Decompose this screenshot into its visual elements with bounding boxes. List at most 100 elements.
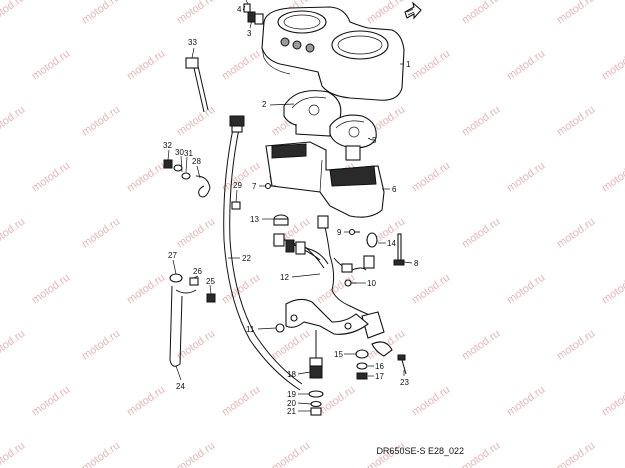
callout-27: 27 xyxy=(168,251,177,260)
watermark-text: motod.ru xyxy=(410,272,452,307)
fastener-group-28-32 xyxy=(163,159,241,210)
callout-19: 19 xyxy=(287,390,296,399)
watermark-text: motod.ru xyxy=(30,272,72,307)
watermark-text: motod.ru xyxy=(600,272,625,307)
watermark-text: motod.ru xyxy=(220,384,262,419)
callout-24: 24 xyxy=(176,382,185,391)
watermark-text: motod.ru xyxy=(80,328,122,363)
callout-31: 31 xyxy=(184,149,193,158)
callout-14: 14 xyxy=(387,239,396,248)
callout-32: 32 xyxy=(163,141,172,150)
callout-1: 1 xyxy=(406,60,411,69)
watermark-text: motod.ru xyxy=(555,328,597,363)
watermark-text: motod.ru xyxy=(555,216,597,251)
bolt-23 xyxy=(397,354,407,375)
bulb-14 xyxy=(366,232,378,248)
cable-clamp-33 xyxy=(185,57,209,113)
grommet-bolt xyxy=(243,0,264,25)
watermark-text: motod.ru xyxy=(125,48,167,83)
watermark-text: motod.ru xyxy=(30,160,72,195)
watermark-text: motod.ru xyxy=(80,0,122,26)
callout-29: 29 xyxy=(233,181,242,190)
watermark-text: motod.ru xyxy=(80,216,122,251)
callout-10: 10 xyxy=(367,279,376,288)
callout-21: 21 xyxy=(287,407,296,416)
watermark-text: motod.ru xyxy=(460,328,502,363)
callout-9: 9 xyxy=(337,228,342,237)
watermark-text: motod.ru xyxy=(175,0,217,26)
callout-28: 28 xyxy=(192,157,201,166)
lamp-socket-13 xyxy=(273,214,289,226)
screw-7 xyxy=(264,182,276,190)
watermark-text: motod.ru xyxy=(270,440,312,468)
watermark-text: motod.ru xyxy=(410,48,452,83)
watermark-text: motod.ru xyxy=(410,160,452,195)
watermark-text: motod.ru xyxy=(505,160,547,195)
callout-17: 17 xyxy=(375,372,384,381)
watermark-text: motod.ru xyxy=(175,440,217,468)
callout-8: 8 xyxy=(414,259,419,268)
watermark-text: motod.ru xyxy=(365,0,407,26)
screw-10 xyxy=(344,279,356,287)
callout-18: 18 xyxy=(287,370,296,379)
watermark-text: motod.ru xyxy=(0,104,27,139)
callout-13: 13 xyxy=(250,215,259,224)
watermark-text: motod.ru xyxy=(125,272,167,307)
callout-22: 22 xyxy=(242,254,251,263)
callout-15: 15 xyxy=(334,350,343,359)
front-direction-arrow-icon xyxy=(404,1,422,20)
watermark-text: motod.ru xyxy=(505,48,547,83)
watermark-text: motod.ru xyxy=(175,216,217,251)
callout-11: 11 xyxy=(246,325,255,334)
watermark-text: motod.ru xyxy=(600,48,625,83)
cushion-stack-18-21 xyxy=(308,330,324,416)
callout-26: 26 xyxy=(193,267,202,276)
callout-3: 3 xyxy=(247,29,252,38)
callout-20: 20 xyxy=(287,399,296,408)
watermark-text: motod.ru xyxy=(315,272,357,307)
bolt-8 xyxy=(393,233,405,266)
watermark-text: motod.ru xyxy=(80,440,122,468)
callout-4: 4 xyxy=(237,5,242,14)
watermark-text: motod.ru xyxy=(80,104,122,139)
watermark-text: motod.ru xyxy=(600,384,625,419)
callout-labels: 1 2 3 4 5 6 7 8 9 10 11 12 13 14 15 16 1… xyxy=(163,5,419,416)
watermark-text: motod.ru xyxy=(175,104,217,139)
callout-16: 16 xyxy=(375,362,384,371)
watermark-text: motod.ru xyxy=(600,160,625,195)
callout-23: 23 xyxy=(400,378,409,387)
speedometer-cable xyxy=(223,115,303,391)
meter-housing xyxy=(265,141,385,218)
callout-33: 33 xyxy=(188,38,197,47)
watermark-text: motod.ru xyxy=(0,216,27,251)
watermark-text: motod.ru xyxy=(30,384,72,419)
watermark-text: motod.ru xyxy=(125,160,167,195)
tachometer-gauge xyxy=(329,114,377,161)
watermark-text: motod.ru xyxy=(460,440,502,468)
wiring-harness xyxy=(273,215,385,339)
watermark-text: motod.ru xyxy=(555,440,597,468)
watermark-text: motod.ru xyxy=(505,384,547,419)
watermark-text: motod.ru xyxy=(505,272,547,307)
watermark-text: motod.ru xyxy=(0,440,27,468)
watermark-text: motod.ru xyxy=(555,0,597,26)
fastener-group-24-27 xyxy=(169,273,216,367)
watermark-text: motod.ru xyxy=(555,104,597,139)
watermark-text: motod.ru xyxy=(0,328,27,363)
callout-30: 30 xyxy=(175,148,184,157)
watermark-text: motod.ru xyxy=(30,48,72,83)
callout-7: 7 xyxy=(252,182,257,191)
callout-6: 6 xyxy=(392,185,397,194)
callout-2: 2 xyxy=(262,100,267,109)
watermark-text: motod.ru xyxy=(410,384,452,419)
meter-bracket xyxy=(275,298,369,335)
watermark-text: motod.ru xyxy=(460,104,502,139)
callout-5: 5 xyxy=(372,136,377,145)
meter-case xyxy=(261,6,405,101)
watermark-text: motod.ru xyxy=(460,0,502,26)
watermark-text: motod.ru xyxy=(460,216,502,251)
watermark-text: motod.ru xyxy=(220,48,262,83)
leader-lines xyxy=(167,5,413,412)
callout-12: 12 xyxy=(280,273,289,282)
